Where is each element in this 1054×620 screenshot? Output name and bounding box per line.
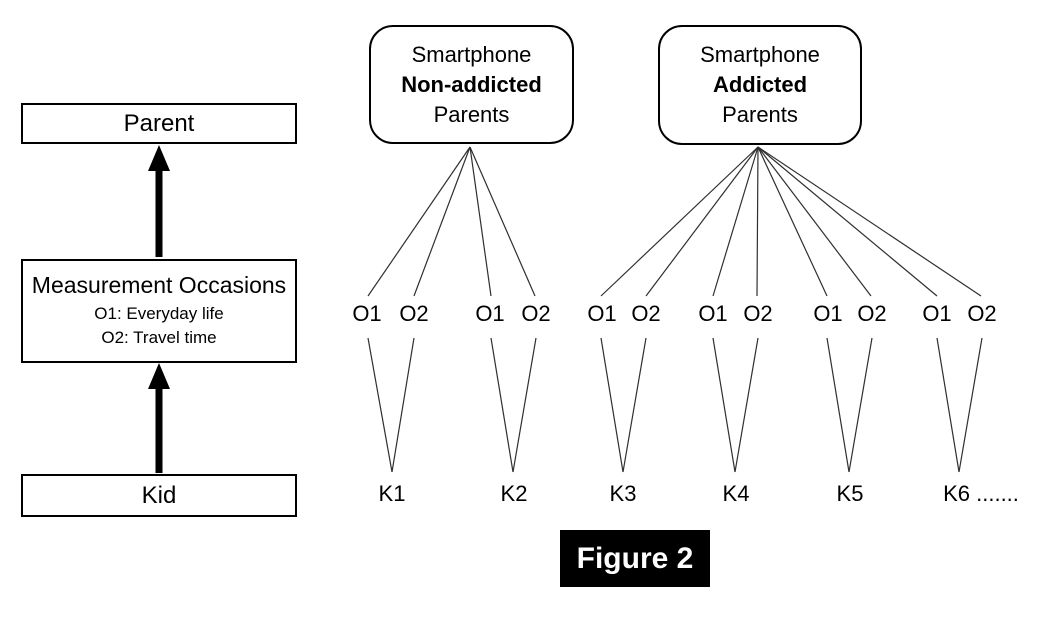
edge-addicted-k4-o2 <box>756 146 759 297</box>
kid-label-k1: K1 <box>378 481 406 506</box>
edge-o1-k6 <box>936 337 960 473</box>
group2-line2: Addicted <box>712 72 808 97</box>
occasion-label-k1-o1: O1 <box>352 301 382 326</box>
edge-o1-k2 <box>490 337 514 473</box>
edge-o2-k4 <box>734 337 759 473</box>
occasion-label-k1-o2: O2 <box>399 301 429 326</box>
edge-o1-k3 <box>600 337 624 473</box>
kid-label-k3: K3 <box>609 481 637 506</box>
occasion-label-k4-o2: O2 <box>743 301 773 326</box>
edge-o1-k5 <box>826 337 850 473</box>
edge-o2-k5 <box>848 337 873 473</box>
occasion-label-k3-o2: O2 <box>631 301 661 326</box>
kid-label-k5: K5 <box>836 481 864 506</box>
addicted-parents-box: Smartphone Addicted Parents <box>658 25 862 145</box>
edge-o2-k1 <box>391 337 415 473</box>
edge-nonaddicted-k2-o1 <box>469 146 492 297</box>
measurement-occasion2-label: O2: Travel time <box>101 328 217 347</box>
edge-o2-k3 <box>622 337 647 473</box>
occasion-label-k2-o1: O1 <box>475 301 505 326</box>
arrow-head-icon <box>148 145 170 171</box>
parent-box: Parent <box>21 103 297 144</box>
edge-nonaddicted-k1-o1 <box>367 146 471 297</box>
group1-line2: Non-addicted <box>401 71 542 97</box>
measurement-occasions-box: Measurement Occasions O1: Everyday life … <box>21 259 297 363</box>
edge-addicted-k5-o1 <box>757 146 828 297</box>
edge-addicted-k3-o2 <box>645 146 759 297</box>
edge-o2-k6 <box>958 337 983 473</box>
edge-o1-k4 <box>712 337 736 473</box>
group2-line3: Parents <box>722 102 798 127</box>
occasion-label-k5-o1: O1 <box>813 301 843 326</box>
edge-addicted-k3-o1 <box>600 146 759 297</box>
measurement-occasion1-label: O1: Everyday life <box>94 304 224 324</box>
edge-nonaddicted-k1-o2 <box>413 146 471 297</box>
occasion-label-k6-o1: O1 <box>922 301 952 326</box>
edge-nonaddicted-k2-o2 <box>469 146 536 297</box>
kid-box: Kid <box>21 474 297 517</box>
arrow-head-icon <box>148 363 170 389</box>
group1-line1: Smartphone <box>411 41 532 67</box>
non-addicted-parents-box: Smartphone Non-addicted Parents <box>369 25 574 144</box>
edge-addicted-k4-o1 <box>712 146 759 297</box>
up-arrow-kid-to-measurement <box>148 363 170 473</box>
edge-addicted-k5-o2 <box>757 146 872 297</box>
kid-label-k6: K6 ....... <box>943 481 1019 506</box>
occasion-label-k2-o2: O2 <box>521 301 551 326</box>
measurement-title: Measurement Occasions <box>31 272 287 299</box>
group2-line1: Smartphone <box>700 42 820 67</box>
figure-caption: Figure 2 <box>560 530 710 587</box>
edge-addicted-k6-o1 <box>757 146 938 297</box>
kid-label-k4: K4 <box>722 481 750 506</box>
occasion-label-k4-o1: O1 <box>698 301 728 326</box>
kid-label-k2: K2 <box>500 481 528 506</box>
occasion-label-k6-o2: O2 <box>967 301 997 326</box>
edge-o2-k2 <box>512 337 537 473</box>
up-arrow-measurement-to-parent <box>148 145 170 257</box>
edge-o1-k1 <box>367 337 393 473</box>
group1-line3: Parents <box>433 101 510 127</box>
occasion-label-k3-o1: O1 <box>587 301 617 326</box>
edge-addicted-k6-o2 <box>757 146 982 297</box>
occasion-label-k5-o2: O2 <box>857 301 887 326</box>
